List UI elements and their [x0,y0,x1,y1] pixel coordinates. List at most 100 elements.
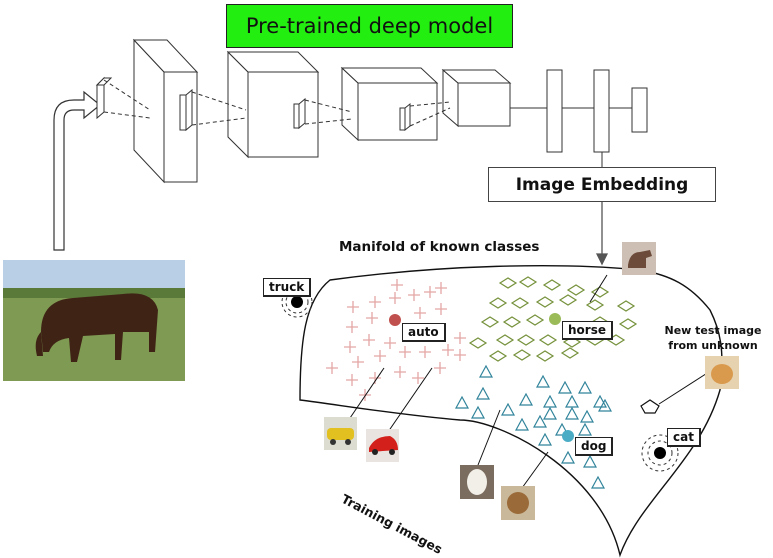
auto-plus-marker [389,292,401,304]
dog-thumb-white-icon [460,465,494,499]
dog-triangle-marker [535,374,551,388]
truck-unknown-point [281,286,313,318]
auto-plus-marker [442,344,454,356]
auto-plus-marker [359,389,371,401]
auto-plus-marker [391,279,403,291]
dog-triangle-marker [518,392,534,406]
new-test-image-label: New test image from unknown [658,323,768,353]
pretrained-model-title: Pre-trained deep model [226,4,513,48]
dog-triangle-marker [500,402,516,416]
horse-diamond-marker [535,296,555,308]
dog-triangle-marker [597,398,613,412]
dog-triangle-marker [577,422,593,436]
horse-diamond-marker [585,299,605,311]
horse-diamond-marker [560,347,580,359]
horse-diamond-marker [616,300,636,312]
horse-diamond-marker [516,334,536,346]
input-horse-photo [3,260,185,381]
horse-diamond-marker [495,334,515,346]
image-embedding-box: Image Embedding [488,167,716,202]
dog-triangle-marker [579,409,595,423]
leader-lines [349,274,713,489]
dog-centroid [562,430,574,442]
horse-class-markers [468,276,638,362]
auto-plus-marker [435,303,447,315]
dog-tag: dog [575,437,614,456]
auto-tag: auto [402,323,446,342]
horse-diamond-marker [525,314,545,326]
manifold-label: Manifold of known classes [339,239,540,255]
dog-triangle-marker [475,386,491,400]
dog-triangle-marker [537,432,553,446]
auto-plus-marker [434,362,446,374]
new-image-marker [640,399,660,414]
fc-connectors [510,107,632,167]
horse-diamond-marker [512,349,532,361]
auto-plus-marker [352,356,364,368]
auto-plus-marker [394,366,406,378]
auto-plus-marker [454,349,466,361]
auto-plus-marker [374,350,386,362]
dog-triangle-marker [592,394,608,408]
horse-diamond-marker [480,316,500,328]
auto-plus-marker [344,341,356,353]
auto-plus-marker [419,346,431,358]
dog-triangle-marker [514,417,530,431]
new-label-line2: from unknown [668,339,758,352]
auto-plus-marker [454,332,466,344]
dog-triangle-marker [542,406,558,420]
dog-triangle-marker [557,380,573,394]
horse-thumb-icon [622,242,656,275]
auto-plus-marker [412,372,424,384]
auto-centroid [389,314,401,326]
truck-tag: truck [263,278,312,297]
cnn-connectors [103,79,451,127]
auto-plus-marker [347,301,359,313]
horse-diamond-marker [510,297,530,309]
dog-triangle-marker [564,406,580,420]
dog-triangle-marker [454,395,470,409]
horse-centroid [549,313,561,325]
auto-plus-marker [346,321,358,333]
horse-diamond-marker [618,318,638,330]
horse-diamond-marker [558,294,578,306]
auto-plus-marker [346,374,358,386]
auto-plus-marker [435,282,447,294]
auto-plus-marker [369,296,381,308]
new-label-line1: New test image [664,324,762,337]
cat-thumb-icon [705,356,739,389]
dog-triangle-marker [560,450,576,464]
horse-diamond-marker [590,286,610,298]
dog-triangle-marker [554,422,570,436]
dog-class-markers [454,364,613,489]
dog-triangle-marker [532,414,548,428]
dog-triangle-marker [577,380,593,394]
cat-unknown-point [641,434,679,472]
auto-plus-marker [326,362,338,374]
dog-triangle-marker [470,405,486,419]
horse-diamond-marker [502,316,522,328]
cnn-architecture [95,38,648,184]
dog-triangle-marker [582,454,598,468]
auto-plus-marker [414,307,426,319]
dog-triangle-marker [590,475,606,489]
horse-diamond-marker [518,276,538,288]
auto-thumb-yellow-icon [324,417,357,450]
cat-tag: cat [667,428,701,447]
auto-plus-marker [408,289,420,301]
horse-diamond-marker [488,350,508,362]
horse-tag: horse [562,321,613,340]
horse-diamond-marker [566,284,586,296]
auto-plus-marker [424,286,436,298]
horse-diamond-marker [542,279,562,291]
horse-diamond-marker [535,350,555,362]
auto-plus-marker [366,312,378,324]
dog-triangle-marker [478,364,494,378]
horse-diamond-marker [498,277,518,289]
auto-thumb-red-icon [366,429,399,462]
embedding-down-arrow-icon [595,202,609,266]
auto-plus-marker [363,334,375,346]
auto-plus-marker [384,337,396,349]
horse-diamond-marker [468,337,488,349]
dog-thumb-brown-icon [501,486,535,520]
